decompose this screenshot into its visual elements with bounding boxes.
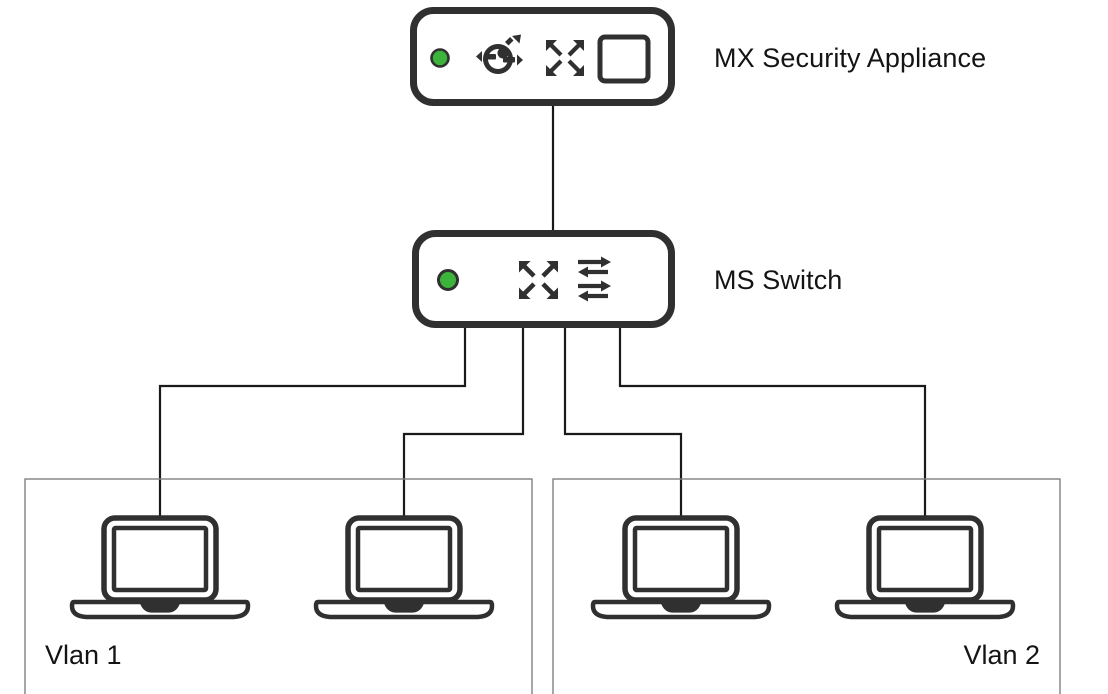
switch-arrows-icon	[546, 40, 584, 76]
ms-status-led-icon	[437, 269, 459, 291]
switch-arrows-icon	[519, 261, 558, 299]
globe-wan-icon	[476, 34, 523, 74]
link-ms-to-host3	[563, 328, 683, 520]
mx-device-label: MX Security Appliance	[714, 43, 987, 73]
bidirectional-arrows-icon	[578, 256, 611, 302]
ms-chassis	[412, 230, 675, 328]
link-ms-to-host2	[402, 328, 525, 520]
link-ms-to-host4	[618, 328, 927, 520]
ms-device-label: MS Switch	[714, 265, 843, 295]
mx-security-appliance[interactable]	[410, 7, 675, 106]
vlan2-zone-box	[552, 478, 1061, 694]
vlan1-zone-label: Vlan 1	[45, 640, 122, 670]
firewall-grid-icon	[597, 34, 651, 84]
mx-status-led-icon	[430, 48, 450, 68]
vlan1-zone-box	[24, 478, 533, 694]
vlan2-zone-label: Vlan 2	[963, 640, 1040, 670]
link-ms-to-host1	[158, 328, 467, 520]
ms-switch[interactable]	[412, 230, 675, 328]
